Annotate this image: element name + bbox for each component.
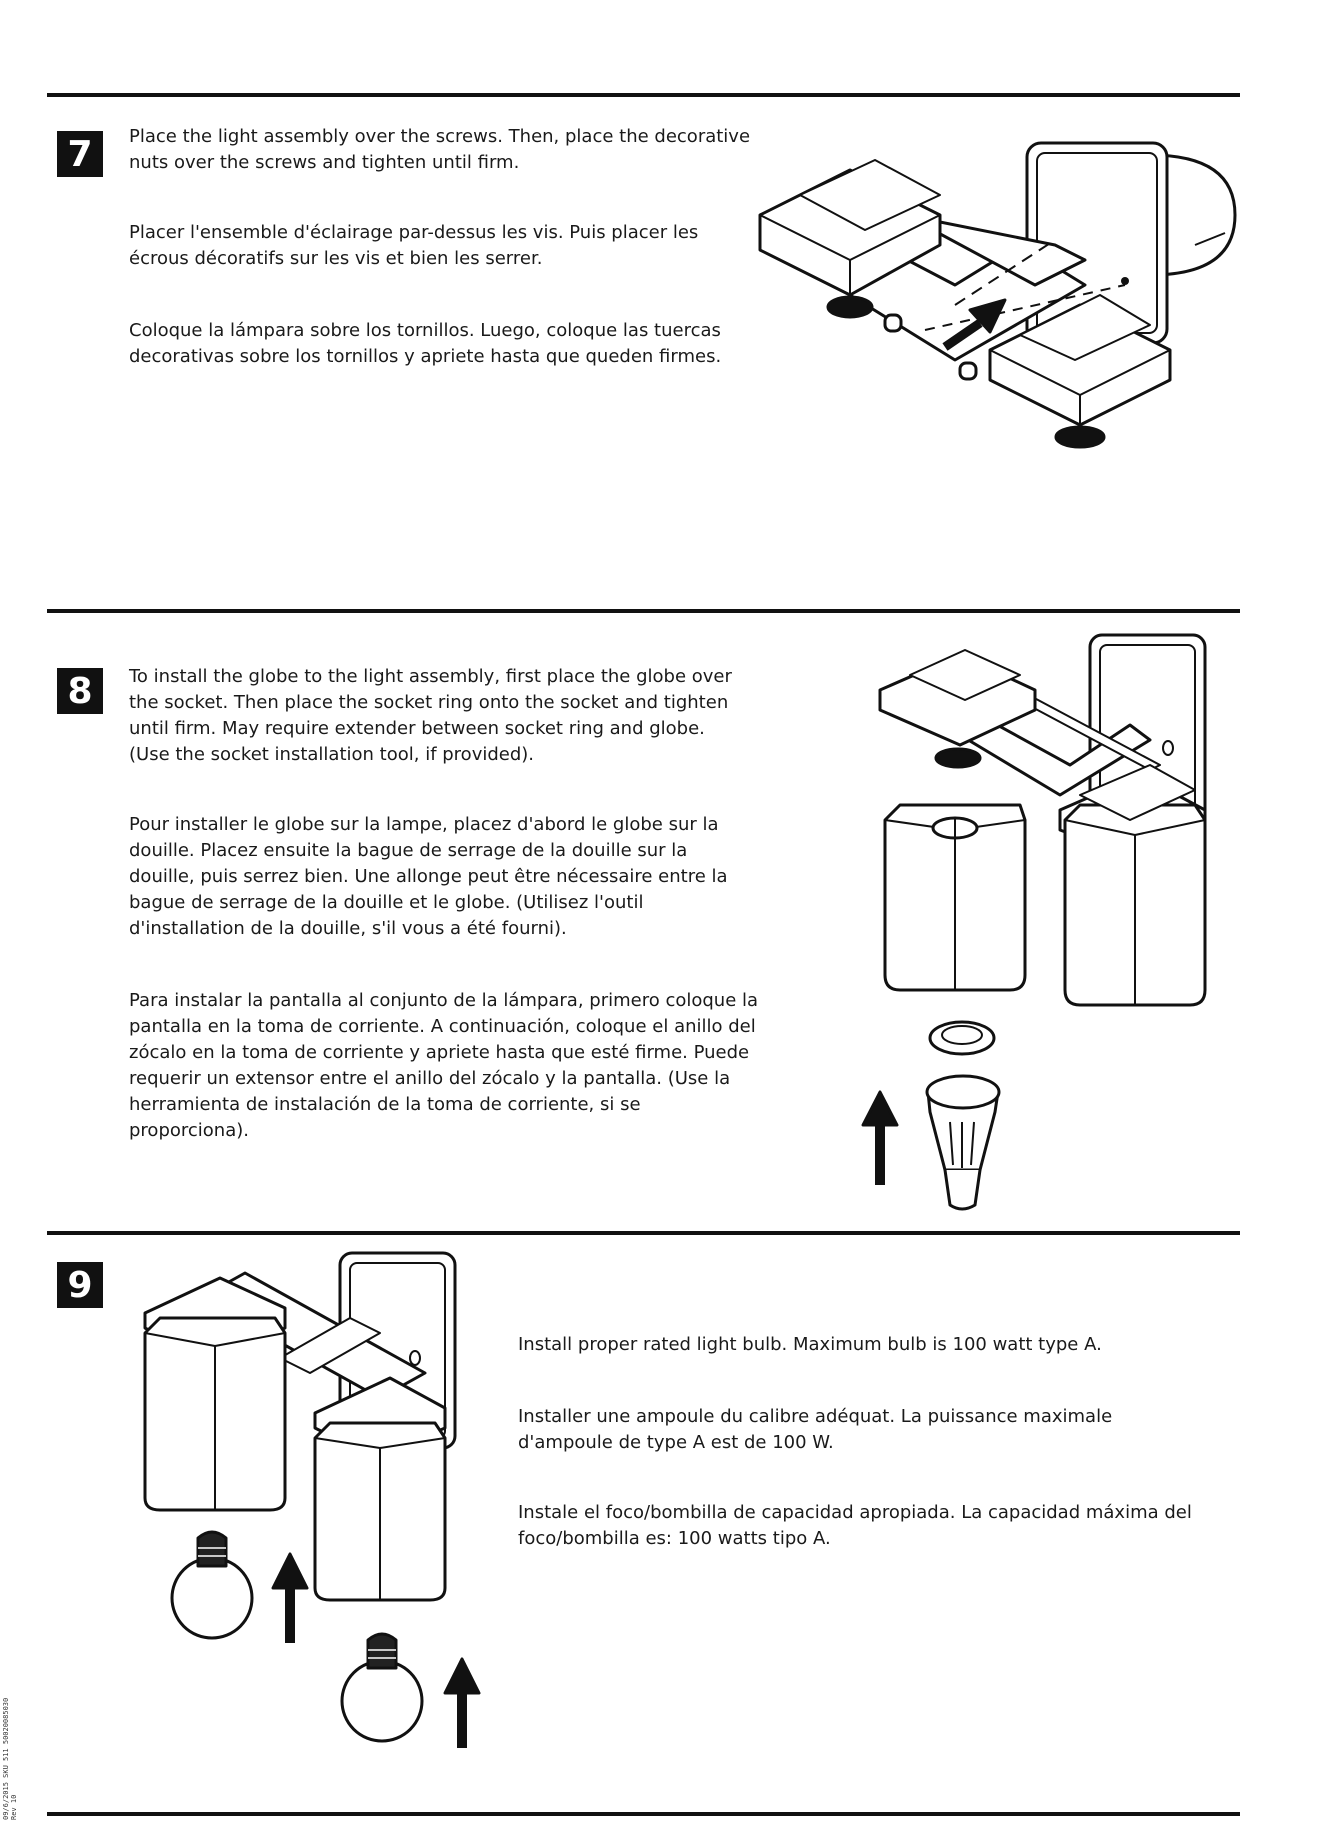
side-code-text: 09/6/2015 SKU 511 50020085030 [2, 1697, 10, 1820]
step-8-text-en: To install the globe to the light assemb… [129, 666, 732, 765]
step-9-illustration [140, 1248, 490, 1758]
step-7-text-es: Coloque la lámpara sobre los tornillos. … [129, 320, 722, 367]
step-7-illustration [755, 135, 1237, 460]
step-9-text-fr: Installer une ampoule du calibre adéquat… [518, 1406, 1113, 1453]
step-8-text-fr: Pour installer le globe sur la lampe, pl… [129, 814, 728, 939]
section-rule-top [47, 93, 1240, 97]
step-8-number: 8 [57, 668, 103, 714]
section-rule-7-8 [47, 609, 1240, 613]
step-8-text-es: Para instalar la pantalla al conjunto de… [129, 990, 759, 1141]
step-9-text-en: Install proper rated light bulb. Maximum… [518, 1334, 1102, 1355]
step-8-illustration [850, 630, 1220, 1215]
step-7-text-en: Place the light assembly over the screws… [129, 126, 751, 173]
step-9-text-es: Instale el foco/bombilla de capacidad ap… [518, 1502, 1192, 1549]
section-rule-bottom [47, 1812, 1240, 1816]
step-7-number: 7 [57, 131, 103, 177]
side-revision-text: Rev 10 [10, 1794, 18, 1820]
section-rule-8-9 [47, 1231, 1240, 1235]
side-print-code: 09/6/2015 SKU 511 50020085030 Rev 10 [2, 1680, 18, 1820]
step-7-text-fr: Placer l'ensemble d'éclairage par-dessus… [129, 222, 699, 269]
step-9-number: 9 [57, 1262, 103, 1308]
